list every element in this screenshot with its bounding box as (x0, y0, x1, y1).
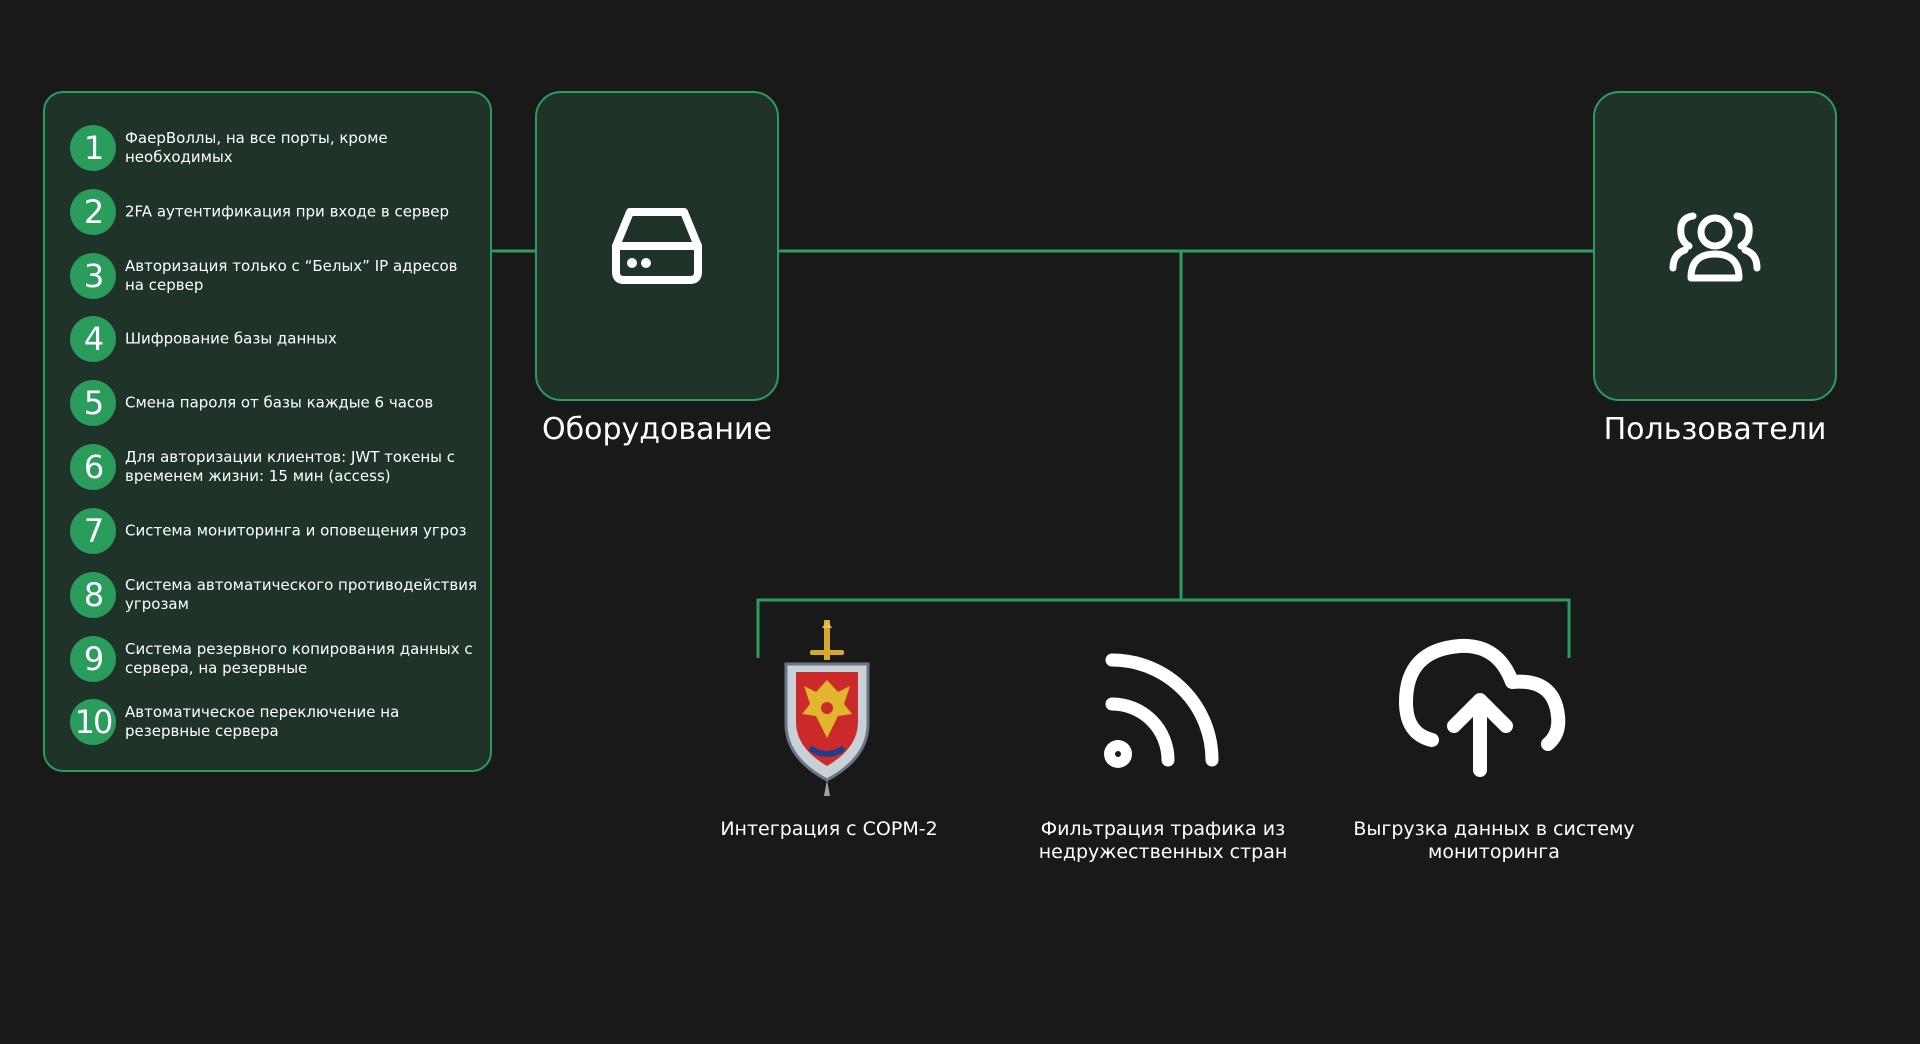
step-number-badge: 5 (70, 380, 116, 426)
step-number-badge: 9 (70, 636, 116, 682)
step-number-badge: 4 (70, 316, 116, 362)
step-number-badge: 2 (70, 189, 116, 235)
step-number-badge: 7 (70, 508, 116, 554)
fsb-emblem-icon (784, 620, 870, 796)
security-step: 1 ФаерВоллы, на все порты, кроме необход… (70, 125, 480, 171)
step-text: ФаерВоллы, на все порты, кроме необходим… (125, 129, 388, 166)
users-label: Пользователи (1603, 412, 1827, 447)
security-step: 6 Для авторизации клиентов: JWT токены с… (70, 444, 480, 490)
step-number-badge: 1 (70, 125, 116, 171)
equipment-label: Оборудование (542, 412, 772, 447)
security-step: 2 2FA аутентификация при входе в сервер (70, 189, 480, 235)
cloud-upload-icon (1399, 638, 1566, 777)
step-text: Система автоматического противодействия … (125, 576, 478, 613)
security-step: 9 Система резервного копирования данных … (70, 636, 480, 682)
security-step: 4 Шифрование базы данных (70, 316, 480, 362)
server-icon (612, 208, 702, 284)
monitoring-export-label: Выгрузка данных в систему мониторинга (1353, 818, 1635, 863)
step-number-badge: 3 (70, 253, 116, 299)
security-measures-panel: 1 ФаерВоллы, на все порты, кроме необход… (43, 91, 492, 772)
step-number-badge: 8 (70, 572, 116, 618)
step-text: 2FA аутентификация при входе в сервер (125, 202, 450, 221)
users-node (1593, 91, 1837, 401)
security-step: 3 Авторизация только с “Белых” IP адресо… (70, 253, 480, 299)
step-text: Автоматическое переключение на резервные… (125, 703, 400, 740)
step-text: Авторизация только с “Белых” IP адресов … (125, 257, 458, 294)
step-text: Для авторизации клиентов: JWT токены с в… (125, 448, 456, 485)
equipment-node (535, 91, 779, 401)
connector-services-branch (756, 598, 1571, 658)
step-number-badge: 10 (70, 699, 116, 745)
step-text: Система резервного копирования данных с … (125, 640, 473, 677)
step-text: Шифрование базы данных (125, 329, 337, 348)
security-step: 8 Система автоматического противодействи… (70, 572, 480, 618)
security-step: 10 Автоматическое переключение на резерв… (70, 699, 480, 745)
security-step: 5 Смена пароля от базы каждые 6 часов (70, 380, 480, 426)
step-text: Смена пароля от базы каждые 6 часов (125, 393, 434, 412)
security-step: 7 Система мониторинга и оповещения угроз (70, 508, 480, 554)
users-icon (1669, 212, 1761, 282)
traffic-filter-label: Фильтрация трафика из недружественных ст… (1038, 818, 1288, 863)
step-number-badge: 6 (70, 444, 116, 490)
sorm-integration-label: Интеграция с СОРМ-2 (720, 818, 938, 840)
step-text: Система мониторинга и оповещения угроз (125, 521, 467, 540)
rss-feed-icon (1104, 653, 1219, 768)
